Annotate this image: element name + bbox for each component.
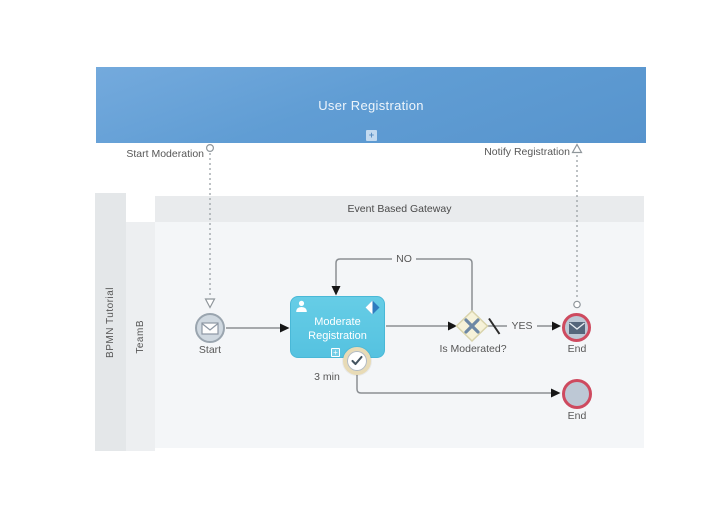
label-end-1: End [567, 343, 587, 355]
plus-icon: + [368, 130, 375, 140]
task-expand-button[interactable]: + [331, 348, 340, 357]
label-is-moderated: Is Moderated? [439, 343, 507, 355]
end-event-message[interactable] [562, 313, 591, 342]
start-event-message[interactable] [195, 313, 225, 343]
event-based-gateway-band[interactable]: Event Based Gateway [155, 196, 644, 222]
label-notify-registration: Notify Registration [484, 146, 570, 158]
clock-icon [347, 351, 367, 371]
user-silhouette-icon [296, 300, 307, 312]
label-end-2: End [567, 410, 587, 422]
pool-collapse-button[interactable]: + [366, 130, 377, 141]
label-no: NO [392, 253, 416, 265]
lane-label-strip[interactable]: TeamB [126, 222, 155, 451]
x-cross-icon [464, 318, 480, 334]
envelope-message-icon [201, 321, 219, 335]
band-label: Event Based Gateway [347, 203, 452, 215]
gateway-is-moderated[interactable] [455, 309, 489, 343]
label-3-min: 3 min [314, 371, 340, 383]
filled-envelope-message-icon [568, 321, 585, 334]
label-start: Start [198, 344, 222, 356]
diamond-marker-icon [365, 300, 380, 315]
label-start-moderation: Start Moderation [126, 148, 204, 160]
timer-boundary-event[interactable] [343, 347, 371, 375]
lane-label: TeamB [135, 319, 146, 354]
message-flow-source-dot [206, 144, 215, 153]
pool-label-strip[interactable]: BPMN Tutorial [95, 193, 126, 451]
pool-title: User Registration [318, 97, 424, 113]
label-yes: YES [507, 320, 537, 332]
message-flow-arrowhead-up [571, 143, 583, 154]
pool-label: BPMN Tutorial [105, 286, 116, 358]
task-label: Moderate Registration [308, 316, 367, 342]
plus-icon: + [333, 348, 338, 357]
end-event-plain[interactable] [562, 379, 592, 409]
